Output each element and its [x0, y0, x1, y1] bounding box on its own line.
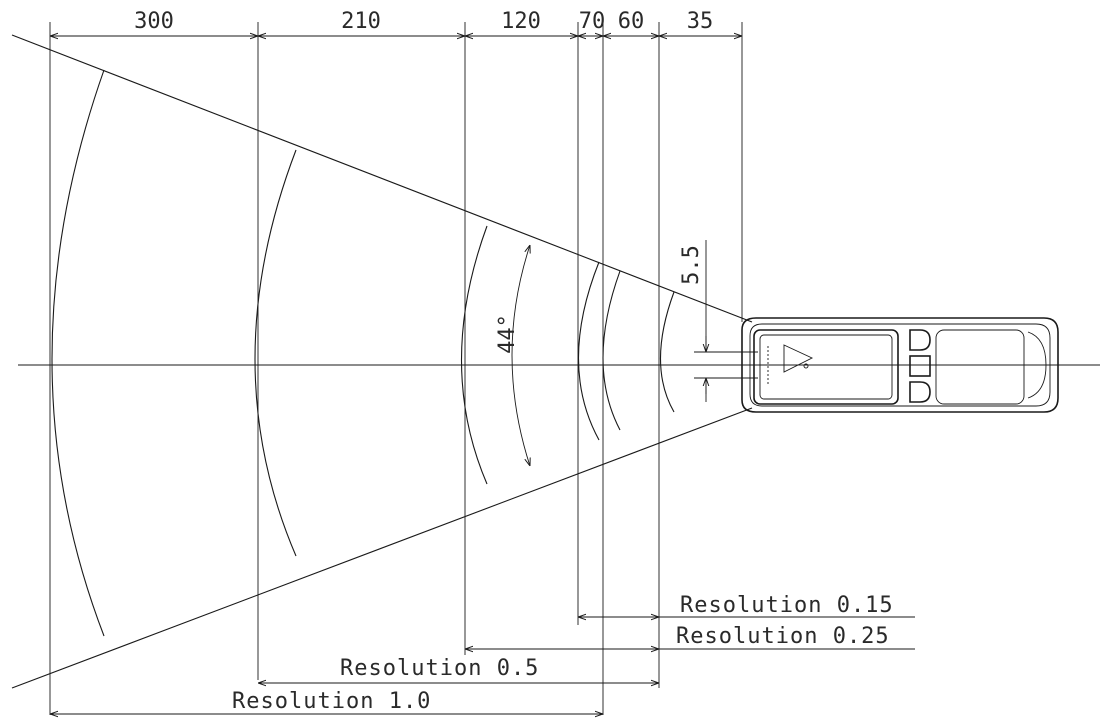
top-dimension-chain: 300 210 120 70 60 35: [50, 9, 742, 36]
aperture-label: 5.5: [679, 245, 704, 285]
spot-arc-35: [659, 291, 675, 413]
device-end-cap: [1027, 331, 1047, 399]
resolution-dimensions: Resolution 0.15 Resolution 0.25 Resoluti…: [50, 593, 915, 714]
device-display-inner: [759, 334, 893, 400]
angle-label: 44°: [495, 314, 520, 354]
resolution-0-15-label: Resolution 0.15: [680, 593, 894, 618]
dimension-label-70: 70: [579, 9, 606, 34]
dimension-label-35: 35: [687, 9, 714, 34]
spot-arc-210: [254, 149, 297, 557]
device-inner-outline: [749, 323, 1051, 407]
spot-arc-70: [577, 261, 600, 441]
sensor-dot-icon: [803, 363, 809, 369]
device-outer-body: [741, 317, 1059, 413]
spot-arc-300: [51, 69, 105, 637]
device-handle-grip: [935, 329, 1025, 405]
laser-warning-icon: [783, 344, 814, 373]
device-display: [753, 329, 899, 405]
cone-upper-edge: [11, 34, 753, 323]
resolution-0-5-label: Resolution 0.5: [340, 656, 539, 681]
cone-lower-edge: [11, 407, 753, 689]
handheld-device: [741, 317, 1059, 413]
spot-arc-120: [461, 225, 488, 485]
down-button-icon[interactable]: [909, 381, 931, 403]
angle-arc: [511, 245, 530, 466]
dimension-label-300: 300: [134, 9, 174, 34]
resolution-1-0-label: Resolution 1.0: [232, 689, 431, 714]
spot-arcs: [51, 69, 675, 637]
resolution-0-25-label: Resolution 0.25: [676, 624, 890, 649]
dimension-label-120: 120: [501, 9, 541, 34]
angle-indicator: 44°: [495, 245, 530, 466]
mode-button-icon[interactable]: [909, 355, 931, 377]
dimension-label-210: 210: [341, 9, 381, 34]
spot-arc-60: [602, 270, 621, 431]
dimension-label-60: 60: [618, 9, 645, 34]
up-button-icon[interactable]: [909, 329, 931, 351]
aperture-dimension: 5.5: [679, 240, 758, 402]
